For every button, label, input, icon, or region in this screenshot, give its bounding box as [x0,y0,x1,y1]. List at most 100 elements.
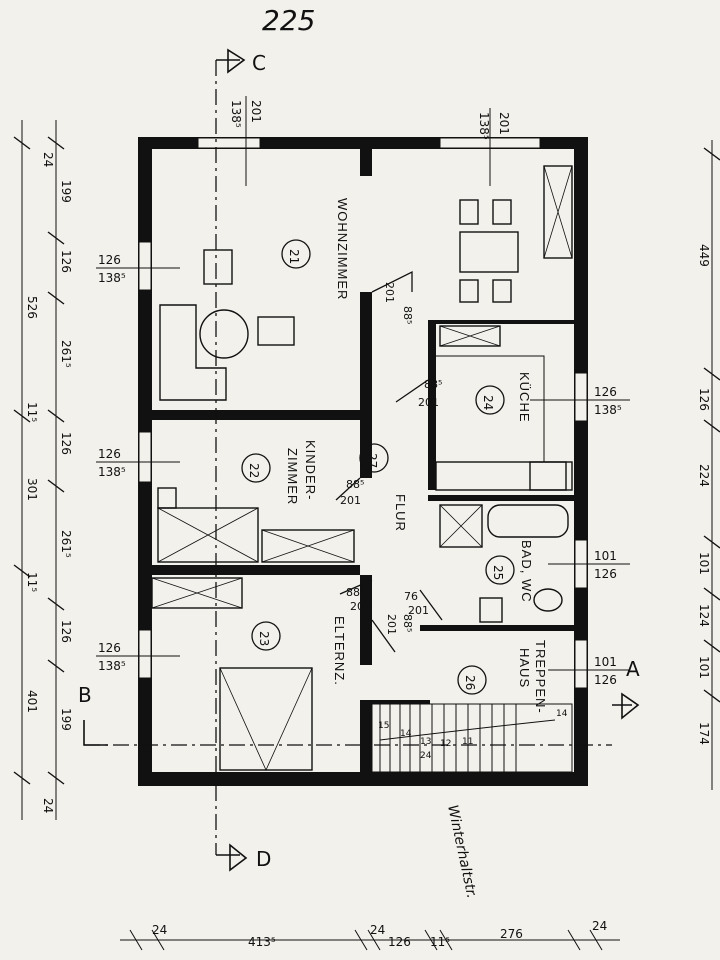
dimension-value: 24 [592,919,607,933]
door-label: 88⁵ [401,614,414,632]
door-label: 201 [340,494,361,507]
window-label: 101 [594,549,617,563]
dimension-value: 401 [25,690,39,713]
window-label: 138⁵ [98,465,126,479]
room-number-27: 27 [365,453,379,468]
door-label: 201 [383,282,396,303]
dimension-value: 24 [152,923,167,937]
chair [492,199,512,225]
door-label: 88⁵ [424,378,442,391]
dimension-value: 101 [697,656,711,679]
dimension-value: 301 [25,478,39,501]
window-label-rules [96,96,630,671]
dimension-value: 11⁵ [25,402,39,422]
window-label: 138⁵ [98,271,126,285]
left-dimension-ticks [13,136,65,785]
window-label: 138⁵ [98,659,126,673]
stair-number: 13 [420,737,431,747]
right-dimension-values: 449 126 224 101 124 101 174 [697,244,711,745]
room-number-22: 22 [247,463,261,478]
chair [459,279,479,303]
dimension-value: 526 [25,296,39,319]
door-swings [335,270,443,653]
dimension-value: 11⁵ [430,935,450,949]
stair-number: 14 [400,729,412,739]
page-number: 225 [262,4,315,37]
dimension-value: 413⁵ [248,935,276,949]
dimension-value: 261⁵ [59,530,73,558]
wardrobe [151,577,243,609]
desk [261,529,355,563]
room-number-26: 26 [463,675,477,690]
window-label: 138⁵ [477,112,491,140]
window-label: 138⁵ [229,100,243,128]
dimension-value: 174 [697,722,711,745]
window-label: 201 [497,112,511,135]
section-label-top: C [252,51,266,75]
dimension-value: 124 [697,604,711,627]
shower [439,504,483,548]
dimension-value: 276 [500,927,523,941]
stair-number: 15 [378,721,389,731]
room-number-23: 23 [257,631,271,646]
window-label: 201 [249,100,263,123]
room-label-treppenhaus-2: HAUS [517,648,532,688]
room-label-kinderzimmer-2: ZIMMER [285,448,300,505]
window-label: 126 [594,385,617,399]
chair [492,279,512,303]
room-label-wohnzimmer: WOHNZIMMER [335,198,350,300]
dimension-value: 261⁵ [59,340,73,368]
dimension-value: 224 [697,464,711,487]
door-label: 201 [418,396,439,409]
kitchen-counter [435,461,573,491]
section-markers [83,48,640,872]
room-label-flur: FLUR [393,494,408,532]
radiator-shelf [543,165,573,259]
window-label: 126 [98,253,121,267]
left-dimension-values: 24 199 126 261⁵ 126 261⁵ 126 199 24 526 … [25,152,73,813]
chair [459,199,479,225]
stair-number: 12 [440,739,451,749]
handwritten-note: Winterhaltstr. [444,804,479,900]
room-numbers [241,239,515,695]
door-label: 76 [404,590,418,603]
section-label-left: B [78,683,92,707]
shelf [157,487,177,509]
double-bed [219,667,313,771]
door-label: 88⁵ [401,306,414,324]
dimension-value: 126 [697,388,711,411]
room-label-bad: BAD, WC [519,540,534,603]
stair-number: 14 [556,709,568,719]
dimension-value: 199 [59,708,73,731]
dimension-value: 24 [370,923,385,937]
dimension-value: 126 [59,432,73,455]
stair-numbers: 15 14 13 12 11 14 24 [378,709,568,761]
sink [479,597,503,623]
bottom-dimension-lines [120,929,620,951]
right-dimension-ticks [703,147,720,703]
dimension-value: 24 [41,798,55,813]
bathtub [487,504,569,538]
room-label-kinderzimmer-1: KINDER- [303,440,318,500]
room-label-elternzimmer: ELTERNZ. [332,616,347,686]
room-label-treppenhaus-1: TREPPEN- [533,640,548,714]
dimension-value: 24 [41,152,55,167]
dimension-value: 126 [59,620,73,643]
room-label-kueche: KÜCHE [517,372,532,423]
sofa [159,304,227,401]
stove [529,461,567,491]
window-label: 126 [98,447,121,461]
room-labels: WOHNZIMMER KINDER- ZIMMER ELTERNZ. KÜCHE… [285,198,548,714]
room-number-25: 25 [491,565,505,580]
window-label: 138⁵ [594,403,622,417]
dimension-value: 101 [697,552,711,575]
dimension-value: 11⁵ [25,572,39,592]
stair-number: 24 [420,751,432,761]
dining-table [459,231,519,273]
door-label: 201 [350,600,371,613]
door-label: 201 [385,614,398,635]
furniture [151,165,573,773]
section-label-right: A [626,657,640,681]
left-dimension-lines [21,120,57,820]
